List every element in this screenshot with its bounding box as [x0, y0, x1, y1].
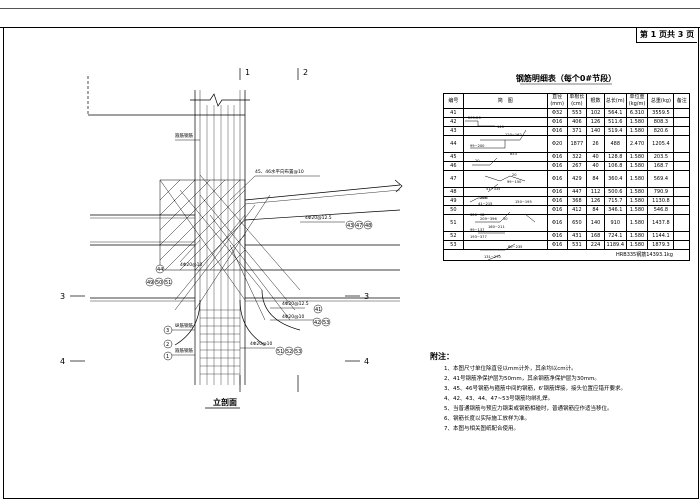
svg-text:2: 2 [166, 342, 169, 348]
callout-51: 51 [163, 277, 173, 287]
leader-link-c: 4Φ20@10 [250, 341, 272, 347]
sketch-dim: 120~162 [505, 133, 522, 137]
svg-text:47: 47 [356, 223, 362, 229]
section-label-1: 1 [245, 68, 250, 77]
drawing-title: 立剖面 [213, 397, 237, 407]
leader-spacing-c: 4Φ20@10 [282, 314, 304, 320]
table-total: HRB335钢筋14393.1kg [443, 249, 690, 261]
note-item: 6、钢筋长度以实际施工放样为准。 [444, 416, 531, 422]
svg-text:42: 42 [314, 320, 320, 326]
callout-48: 48 [363, 220, 373, 230]
svg-text:53: 53 [323, 320, 329, 326]
section-label-2: 2 [303, 68, 308, 77]
callout-41: 41 [313, 304, 323, 314]
table-title: 钢筋明细表（每个0#节段） [515, 74, 617, 83]
callout-50: 50 [154, 277, 164, 287]
sketch-dim: 131~270 [484, 255, 501, 259]
sketch-dim: 209~396 [480, 217, 497, 221]
sketch-dim: 41~335 [486, 187, 500, 191]
sketch-dim: 99~200 [470, 144, 485, 148]
svg-text:3: 3 [166, 328, 169, 334]
sketch-dim: 20 [475, 159, 480, 163]
svg-text:51: 51 [165, 280, 171, 286]
callout-49: 49 [145, 277, 155, 287]
svg-text:49: 49 [147, 280, 153, 286]
callout-1: 1 [163, 351, 173, 361]
sketch-dim: 205-20 [468, 116, 481, 120]
svg-text:1: 1 [166, 354, 169, 360]
callout-52: 52 [284, 346, 294, 356]
svg-text:43: 43 [347, 223, 353, 229]
leader-spacing-a: 4Φ20@12.5 [305, 215, 332, 221]
section-label-4-right: 4 [364, 357, 369, 366]
callout-42: 42 [312, 317, 322, 327]
note-item: 5、当普通钢筋与预应力钢束或钢筋相碰时，普通钢筋应作适当移位。 [444, 406, 613, 412]
svg-text:41: 41 [315, 307, 321, 313]
col-header: 直径(mm) [546, 93, 568, 109]
table-cell: 1205.4 [647, 135, 675, 153]
callout-47: 47 [354, 220, 364, 230]
sketch-dim: 140 [497, 125, 505, 129]
svg-text:48: 48 [365, 223, 371, 229]
section-label-3-left: 3 [60, 292, 65, 301]
section-label-4-left: 4 [60, 357, 65, 366]
sketch-dim: 99~137 [470, 228, 484, 232]
callout-44: 44 [155, 264, 165, 274]
note-item: 7、本图与相关图纸配合使用。 [444, 426, 520, 432]
table-cell: 1437.8 [647, 214, 675, 232]
svg-text:52: 52 [286, 349, 292, 355]
note-item: 2、41号钢筋净保护层为50mm，其余钢筋净保护层为30mm。 [444, 376, 600, 382]
leader-link-b: 箍筋钢筋 [175, 347, 193, 354]
table-cell: 650 [566, 214, 588, 232]
svg-text:44: 44 [157, 267, 163, 273]
svg-text:50: 50 [156, 280, 162, 286]
callout-51b: 51 [275, 346, 285, 356]
sketch-dim: 653 [510, 152, 517, 156]
callout-53: 53 [321, 317, 331, 327]
note-item: 1、本图尺寸单位除直径以mm计外，其余均以cm计。 [444, 366, 577, 372]
sketch-dim: 295 [480, 196, 487, 200]
sketch-dim: 150~195 [515, 200, 532, 204]
svg-text:51: 51 [277, 349, 283, 355]
table-total-row: HRB335钢筋14393.1kg [443, 249, 690, 261]
rebar-schedule-table: 编号 简 图 直径(mm) 单根长(cm) 根数 总长(m) 单位重(kg/m)… [443, 93, 690, 261]
leader-left-label: 4Φ20@10 [180, 262, 202, 268]
sketch-dim: 193~377 [470, 235, 487, 239]
sketch-dim: 41~215 [478, 202, 492, 206]
notes-title: 附注： [430, 352, 454, 361]
sketch-dim: 20 [512, 173, 517, 177]
sketch-dim: 160~211 [488, 225, 505, 229]
drawing-sheet [3, 27, 699, 499]
callout-2: 2 [163, 339, 173, 349]
sketch-dim: 80~235 [508, 245, 522, 249]
section-label-3-right: 3 [364, 292, 369, 301]
callout-43: 43 [345, 220, 355, 230]
note-item: 3、45、46号钢筋与箍筋中间的钢筋，6'钢筋焊接，接头位置应错开要求。 [444, 386, 627, 392]
sketch-dim: 99~150 [507, 180, 522, 184]
page-number: 第 1 页共 3 页 [636, 27, 697, 43]
callout-3: 3 [163, 325, 173, 335]
leader-link-a: 纵筋钢筋 [175, 322, 193, 329]
sketch-dim: 300~98 [470, 213, 485, 217]
callout-53b: 53 [293, 346, 303, 356]
svg-text:53: 53 [295, 349, 301, 355]
leader-slab-bar: 箍筋钢筋 [175, 132, 193, 139]
note-item: 4、42、43、44、47~53号钢筋均绑扎焊。 [444, 396, 554, 402]
leader-spacing-b: 4Φ20@12.5 [282, 301, 309, 307]
stirrup-note: 45、46水平向布置@10 [255, 168, 304, 175]
sketch-dim: 50 [503, 217, 508, 221]
notes-block: 附注： 1、本图尺寸单位除直径以mm计外，其余均以cm计。 2、41号钢筋净保护层… [430, 352, 690, 434]
